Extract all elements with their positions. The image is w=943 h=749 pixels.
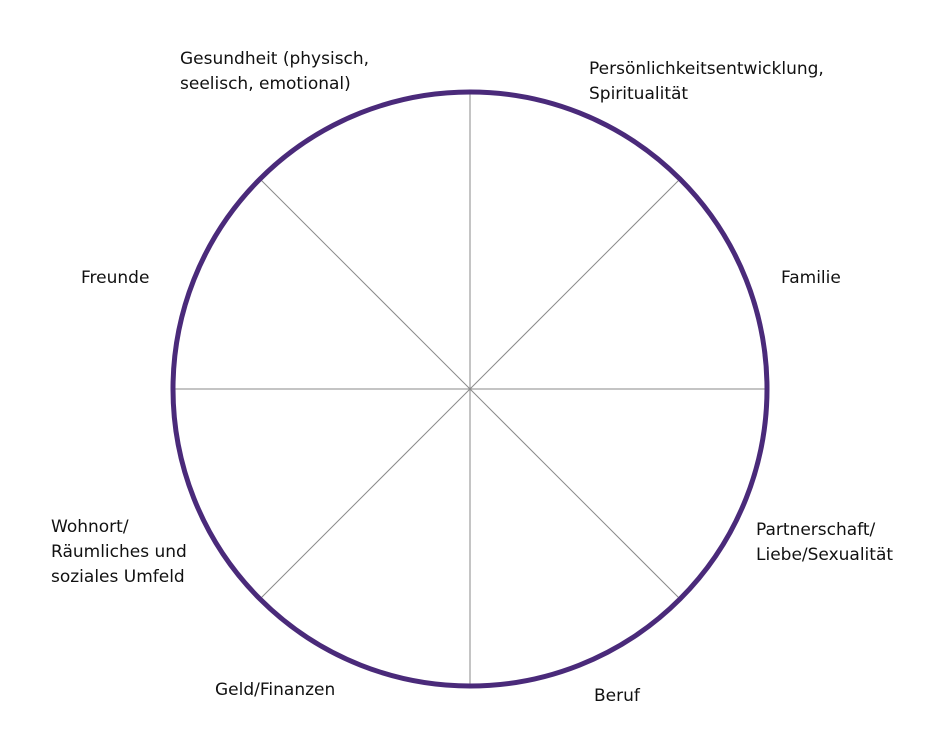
segment-label-beruf: Beruf: [594, 686, 640, 706]
wheel-spoke: [259, 178, 681, 600]
segment-label-freunde: Freunde: [81, 268, 150, 288]
segment-label-gesundheit: Gesundheit (physisch, seelisch, emotiona…: [180, 49, 370, 94]
segment-label-partnerschaft: Partnerschaft/ Liebe/Sexualität: [756, 520, 894, 565]
segment-label-wohnort: Wohnort/ Räumliches und soziales Umfeld: [51, 517, 187, 587]
wheel-spokes: [173, 92, 767, 686]
segment-label-geld: Geld/Finanzen: [215, 680, 336, 700]
wheel-outer-ring: [170, 89, 770, 689]
segment-label-persoenlichkeitsentwicklung: Persönlichkeitsentwicklung, Spiritualitä…: [589, 59, 824, 104]
segment-label-familie: Familie: [781, 268, 841, 288]
